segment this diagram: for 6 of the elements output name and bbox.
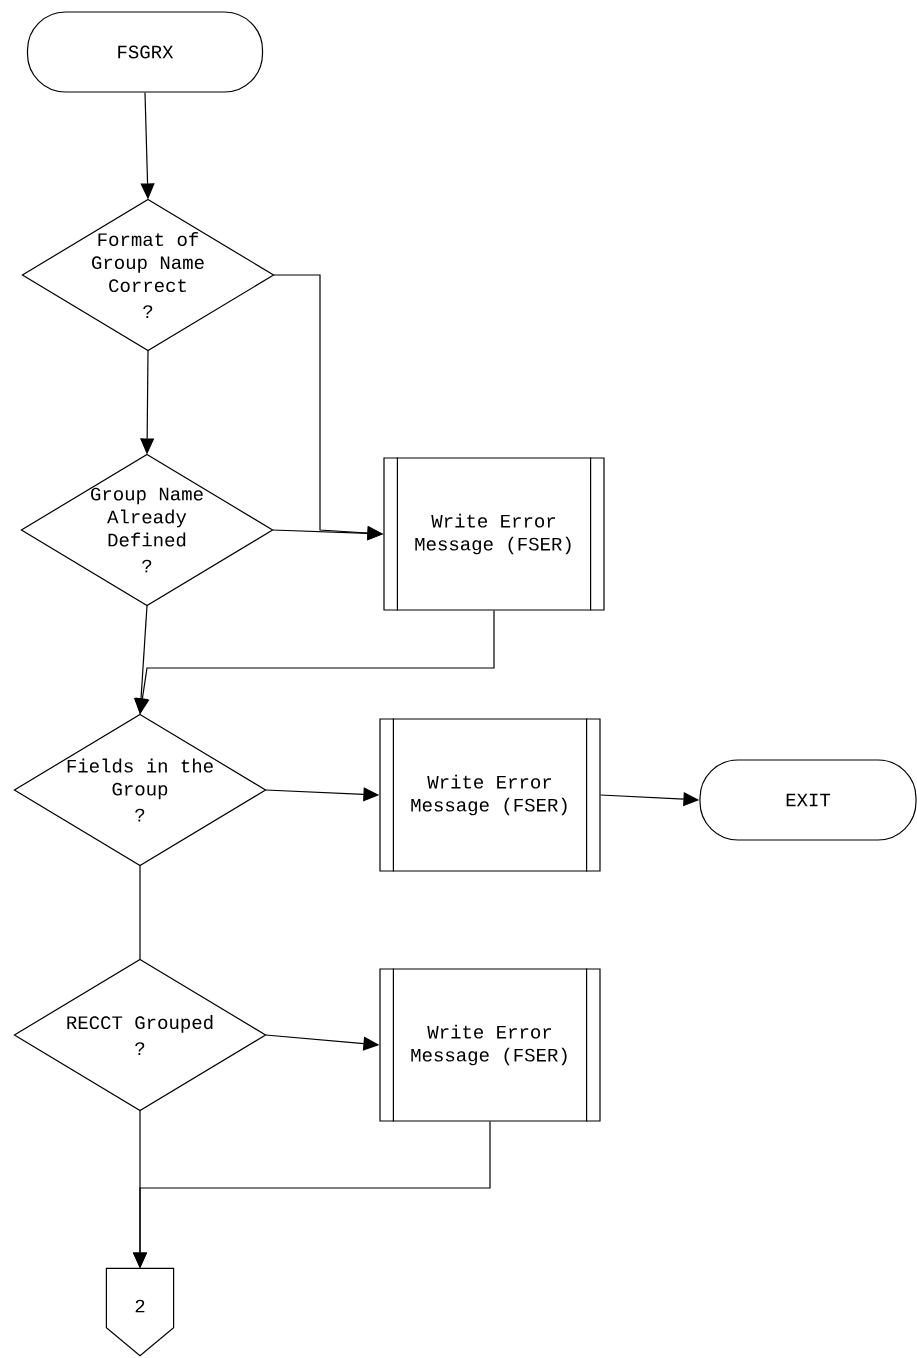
off-page-connector: 2 [105, 1267, 175, 1357]
terminal-box: FSGRX [26, 11, 264, 93]
terminal-box: EXIT [699, 759, 917, 841]
process-box: Write Error Message (FSER) [379, 717, 601, 873]
process-box: Write Error Message (FSER) [379, 967, 601, 1123]
process-box: Write Error Message (FSER) [383, 456, 605, 612]
